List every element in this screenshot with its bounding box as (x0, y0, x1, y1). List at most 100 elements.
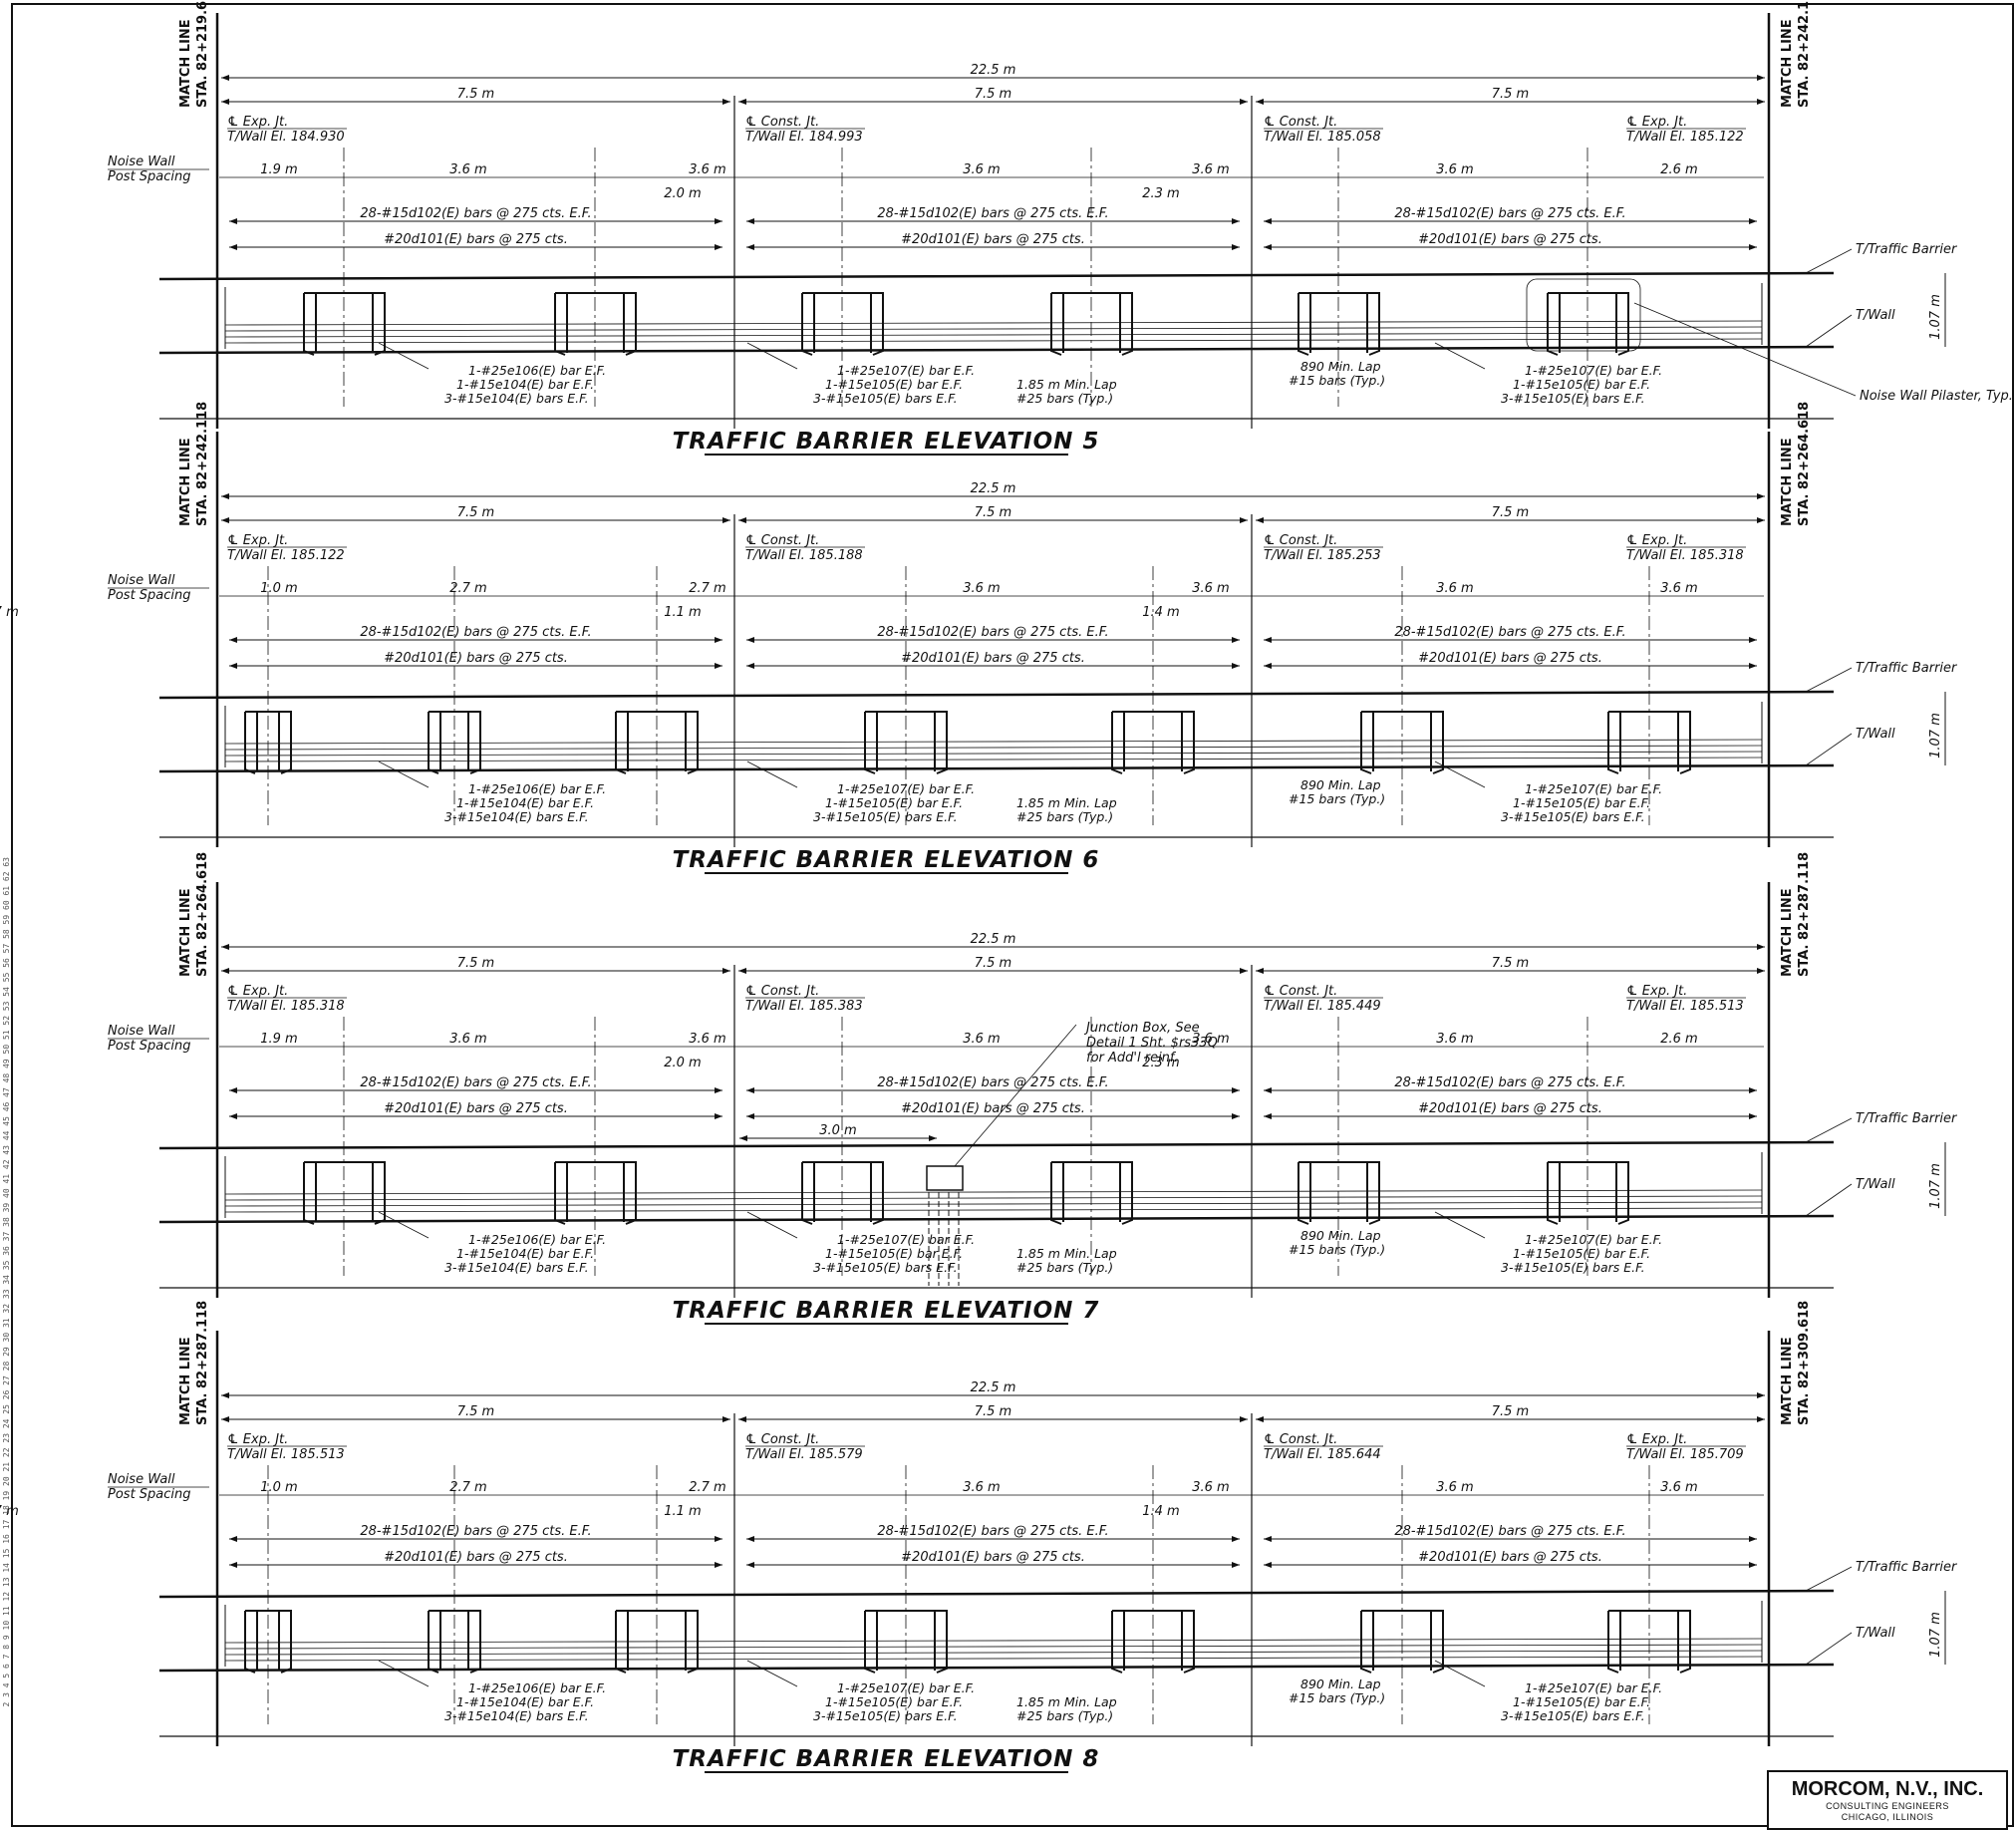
bar-note-leader-2 (746, 1660, 798, 1687)
top-bar-dim-1-arrow-left (229, 1536, 237, 1542)
reinforcing-bar-1 (224, 739, 1763, 745)
joint-type-3: ℄ Const. Jt. (1264, 533, 1337, 548)
segment-dimension-3-label: 7.5 m (1492, 505, 1529, 520)
junction-note-2: Detail 1 Sht. $rs33Q (1086, 1036, 1218, 1051)
bar-note-leader-3 (1434, 1211, 1486, 1239)
noise-wall-label: Noise Wall (108, 154, 175, 169)
segment-dimension-3-arrow-left (1256, 1416, 1264, 1422)
top-bar-dim-2-arrow-left (746, 1087, 754, 1093)
bars-top-3: 28-#15d102(E) bars @ 275 cts. E.F. (1394, 1524, 1625, 1539)
overall-dimension-arrow-right (1757, 75, 1765, 81)
noise-wall-pilaster-7 (1607, 711, 1691, 774)
post-spacing-3-3: 1.7 m (0, 605, 19, 620)
top-bar-dim-2-arrow-left (746, 637, 754, 643)
top-bar-dim-3-arrow-right (1749, 1087, 1757, 1093)
bars-top-1: 28-#15d102(E) bars @ 275 cts. E.F. (360, 206, 591, 221)
top-bar-dim-1-arrow-left (229, 637, 237, 643)
noise-wall-label: Noise Wall (108, 1472, 175, 1487)
joint-type-2: ℄ Const. Jt. (745, 115, 819, 130)
bar-note-2-3: 3-#15e105(E) bars E.F. (813, 391, 958, 406)
noise-wall-pilaster-3 (801, 1161, 884, 1225)
noise-wall-pilaster-6 (1547, 292, 1629, 356)
top-traffic-barrier-label: T/Traffic Barrier (1856, 661, 1958, 676)
bar-note-2-1: 1-#25e107(E) bar E.F. (837, 363, 975, 378)
pilaster-leader (1633, 302, 1857, 397)
traffic-barrier-leader (1805, 1117, 1853, 1143)
reinforcing-bar-4 (224, 757, 1763, 762)
overall-dimension-arrow-left (221, 944, 229, 950)
bar-note-2-1: 1-#25e107(E) bar E.F. (837, 781, 975, 796)
reinforcing-bar-4 (224, 1207, 1763, 1213)
post-spacing-1-1: 1.9 m (260, 1032, 297, 1047)
noise-wall-pilaster-5 (1297, 1161, 1380, 1225)
match-line-left-station: STA. 82+264.618 (195, 852, 210, 977)
lap-15-label: 890 Min. Lap (1300, 777, 1381, 792)
top-traffic-barrier-label: T/Traffic Barrier (1856, 242, 1958, 257)
bars-mid-2: #20d101(E) bars @ 275 cts. (901, 1101, 1085, 1116)
mid-bar-dim-2-arrow-right (1232, 1562, 1240, 1568)
top-bar-dim-2-arrow-right (1232, 1536, 1240, 1542)
noise-wall-pilaster-3 (615, 711, 699, 774)
bar-note-2-3: 3-#15e105(E) bars E.F. (813, 809, 958, 824)
wall-top (158, 1214, 1835, 1224)
bars-mid-2: #20d101(E) bars @ 275 cts. (901, 651, 1085, 666)
mid-bar-dim-3-arrow-left (1264, 1113, 1272, 1119)
post-spacing-1-2: 3.6 m (449, 162, 486, 177)
post-spacing-1-3: 2.7 m (689, 1480, 725, 1495)
bar-note-3-1: 1-#25e107(E) bar E.F. (1525, 363, 1662, 378)
segment-dimension-1-arrow-left (221, 1416, 229, 1422)
mid-bar-dim-3-arrow-left (1264, 244, 1272, 250)
segment-dimension-1-arrow-right (722, 1416, 730, 1422)
bars-mid-3: #20d101(E) bars @ 275 cts. (1418, 651, 1602, 666)
segment-dimension-3-label: 7.5 m (1492, 87, 1529, 102)
lap-15-label: 890 Min. Lap (1300, 1228, 1381, 1243)
mid-bar-dim-1-arrow-left (229, 1113, 237, 1119)
traffic-barrier-top (158, 1589, 1835, 1599)
mid-bar-dim-1-arrow-right (715, 1562, 722, 1568)
segment-dimension-3-arrow-left (1256, 517, 1264, 523)
noise-wall-pilaster-4 (864, 1610, 948, 1674)
bar-note-3-1: 1-#25e107(E) bar E.F. (1525, 1232, 1662, 1247)
segment-dimension-3-arrow-right (1757, 1416, 1765, 1422)
mid-bar-dim-2-arrow-right (1232, 244, 1240, 250)
lap-25-typ: #25 bars (Typ.) (1016, 391, 1113, 406)
joint-type-4: ℄ Exp. Jt. (1626, 984, 1687, 999)
segment-dimension-1-arrow-left (221, 968, 229, 974)
match-line-right-station: STA. 82+309.618 (1797, 1301, 1812, 1425)
bars-mid-3: #20d101(E) bars @ 275 cts. (1418, 1101, 1602, 1116)
top-bar-dim-1-arrow-left (229, 1087, 237, 1093)
post-spacing-1-3: 2.7 m (689, 581, 725, 596)
bar-note-leader-1 (378, 342, 430, 370)
post-spacing-1-1: 1.0 m (260, 581, 297, 596)
noise-wall-pilaster-2 (428, 711, 481, 774)
segment-dimension-3-arrow-right (1757, 517, 1765, 523)
overall-dimension-label: 22.5 m (971, 63, 1016, 78)
post-spacing-1-4: 1.1 m (664, 1504, 701, 1519)
bars-mid-2: #20d101(E) bars @ 275 cts. (901, 232, 1085, 247)
firm-title-block: MORCOM, N.V., INC. CONSULTING ENGINEERS … (1767, 1770, 2008, 1830)
wall-top (158, 763, 1835, 773)
noise-wall-pilaster-3 (801, 292, 884, 356)
bar-note-2-2: 1-#15e105(E) bar E.F. (825, 1246, 963, 1261)
match-line-left-station: STA. 82+219.618 (195, 0, 210, 108)
wall-leader (1805, 314, 1853, 348)
firm-name: MORCOM, N.V., INC. (1791, 1778, 1984, 1800)
bars-top-2: 28-#15d102(E) bars @ 275 cts. E.F. (877, 1075, 1108, 1090)
overall-dimension-label: 22.5 m (971, 1380, 1016, 1395)
lap-15-typ: #15 bars (Typ.) (1289, 791, 1385, 806)
top-wall-label: T/Wall (1856, 1626, 1895, 1641)
post-spacing-2-2: 3.6 m (1192, 162, 1229, 177)
overall-dimension-arrow-right (1757, 493, 1765, 499)
bar-note-3-3: 3-#15e105(E) bars E.F. (1501, 1260, 1645, 1275)
post-spacing-1-4: 2.0 m (664, 186, 701, 201)
post-spacing-3-2: 2.6 m (1660, 162, 1697, 177)
reinforcing-bar-1 (224, 1638, 1763, 1644)
top-bar-dim-2-arrow-right (1232, 218, 1240, 224)
bar-note-2-2: 1-#15e105(E) bar E.F. (825, 795, 963, 810)
segment-dimension-2-arrow-right (1240, 1416, 1248, 1422)
post-spacing-2-3: 1.4 m (1142, 605, 1179, 620)
bar-note-leader-1 (378, 761, 430, 788)
